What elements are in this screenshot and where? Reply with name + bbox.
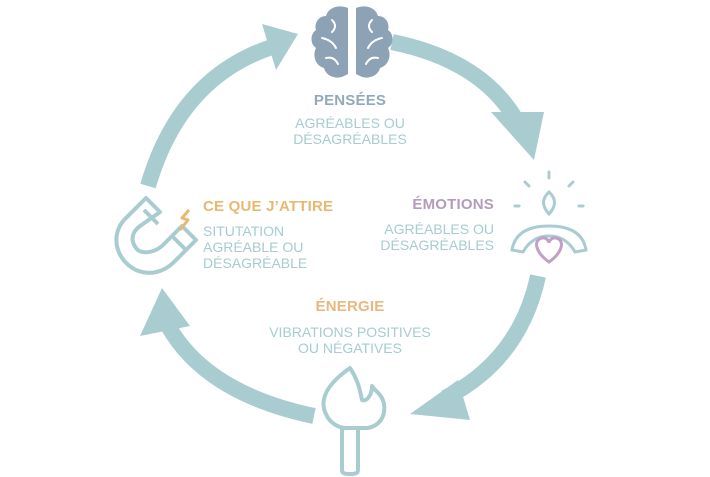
heart (535, 236, 563, 264)
arrow-arc-attire-to-pensees (140, 38, 278, 189)
arrowhead-to-pensees (262, 24, 298, 70)
arrow-arc-energie-to-attire (156, 314, 316, 424)
brain-icon (311, 6, 393, 78)
arrowhead-to-energie (410, 380, 470, 420)
arrowhead-to-attire (140, 288, 190, 336)
attire-title: CE QUE J’ATTIRE (203, 198, 334, 215)
lightning-bolt-icon (178, 209, 191, 231)
pensees-desc-line-1: AGRÉABLES OU (295, 115, 405, 132)
pensees-desc-line-2: DÉSAGRÉABLES (293, 131, 407, 148)
arrow-arc-emotions-to-energie (441, 274, 546, 406)
emotions-desc-line-1: AGRÉABLES OU (384, 221, 494, 238)
magnet-icon (114, 196, 198, 275)
node-pensees: PENSÉES AGRÉABLES OU DÉSAGRÉABLES (250, 92, 450, 147)
attire-desc-line-1: SITUTATION (203, 223, 285, 240)
pensees-description: AGRÉABLES OU DÉSAGRÉABLES (250, 115, 450, 147)
attire-desc-line-2: AGRÉABLE OU (203, 239, 304, 256)
node-emotions: ÉMOTIONS AGRÉABLES OU DÉSAGRÉABLES (360, 196, 494, 253)
energie-title: ÉNERGIE (315, 298, 385, 315)
arrowhead-to-emotions (491, 112, 544, 160)
cycle-ring (140, 24, 546, 424)
flame-drop (542, 189, 556, 217)
meditation-heart-icon (510, 170, 588, 264)
node-attire: CE QUE J’ATTIRE SITUTATION AGRÉABLE OU D… (203, 198, 383, 272)
arrow-arc-pensees-to-emotions (390, 34, 522, 123)
energie-desc-line-2: OU NÉGATIVES (298, 340, 402, 357)
attire-desc-line-3: DÉSAGRÉABLE (203, 255, 308, 272)
pensees-title: PENSÉES (313, 92, 387, 109)
node-energie: ÉNERGIE VIBRATIONS POSITIVES OU NÉGATIVE… (250, 298, 450, 356)
emotions-title: ÉMOTIONS (412, 196, 494, 213)
energie-desc-line-1: VIBRATIONS POSITIVES (269, 324, 431, 341)
emotions-desc-line-2: DÉSAGRÉABLES (380, 237, 494, 254)
attire-description: SITUTATION AGRÉABLE OU DÉSAGRÉABLE (203, 223, 383, 271)
energie-description: VIBRATIONS POSITIVES OU NÉGATIVES (250, 324, 450, 356)
torch-flame-icon (321, 366, 387, 476)
emotions-description: AGRÉABLES OU DÉSAGRÉABLES (360, 221, 494, 253)
